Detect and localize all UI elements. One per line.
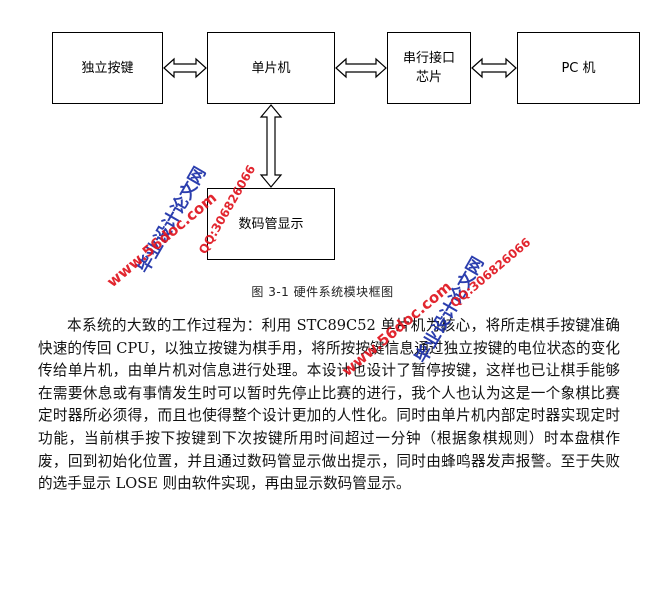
box-serial-interface-chip-label: 串行接口 芯片 (402, 51, 455, 85)
box-microcontroller: 单片机 (207, 32, 335, 104)
box-independent-keys: 独立按键 (52, 32, 163, 104)
box-microcontroller-label: 单片机 (251, 60, 291, 76)
box-digital-tube-display-label: 数码管显示 (238, 216, 304, 232)
figure-caption: 图 3-1 硬件系统模块框图 (251, 285, 394, 299)
arrow-mcu-display (259, 104, 283, 188)
arrow-mcu-uart (335, 57, 387, 79)
box-pc: PC 机 (517, 32, 640, 104)
body-paragraph: 本系统的大致的工作过程为：利用 STC89C52 单片机为核心，将所走棋手按键准… (38, 317, 620, 493)
box-independent-keys-label: 独立按键 (81, 60, 134, 76)
box-pc-label: PC 机 (561, 60, 596, 76)
arrow-uart-pc (471, 57, 517, 79)
box-digital-tube-display: 数码管显示 (207, 188, 335, 260)
body-text: 本系统的大致的工作过程为：利用 STC89C52 单片机为核心，将所走棋手按键准… (38, 315, 620, 496)
arrow-key-mcu (163, 57, 207, 79)
box-serial-interface-chip: 串行接口 芯片 (387, 32, 471, 104)
